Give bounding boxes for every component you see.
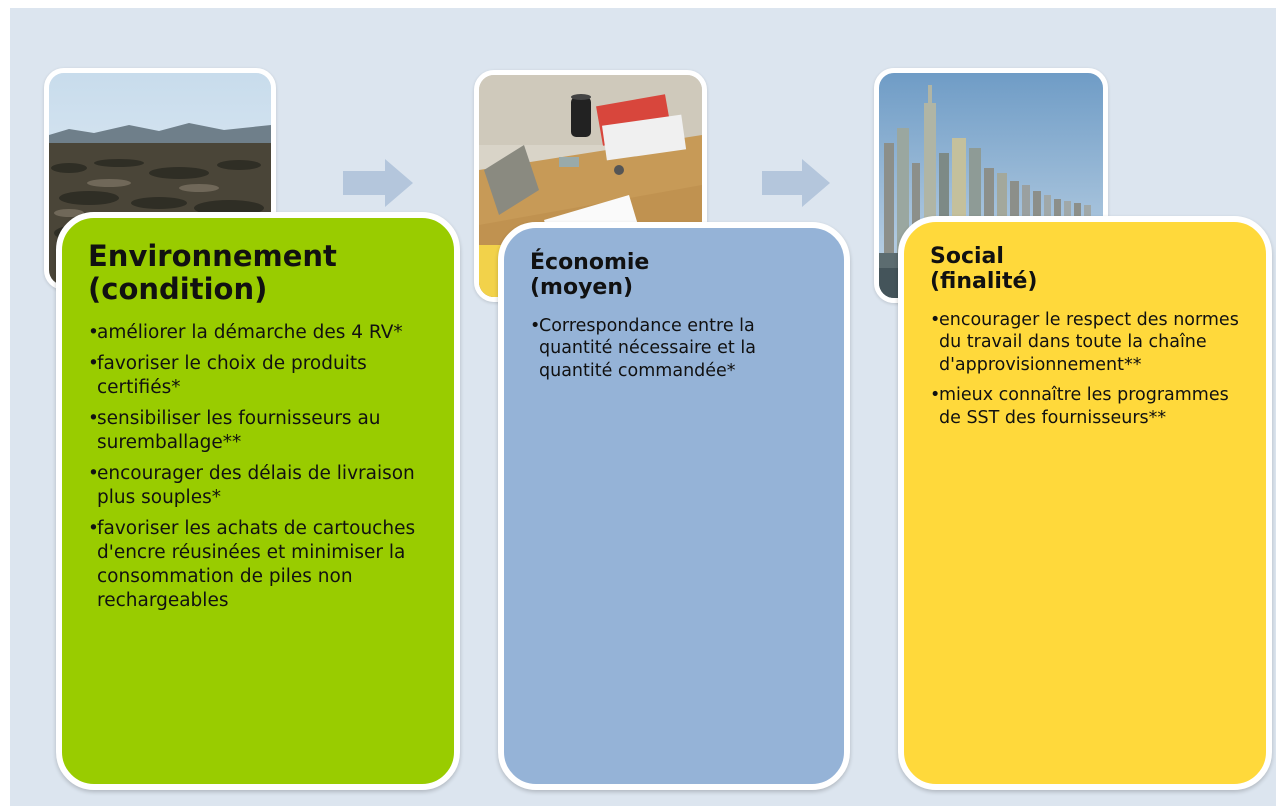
bullet-list: Correspondance entre la quantité nécessa… [530,315,824,383]
bullet-list: améliorer la démarche des 4 RV* favorise… [88,321,434,614]
card-economie: Économie (moyen) Correspondance entre la… [498,222,850,790]
bullet-item: sensibiliser les fournisseurs au suremba… [88,407,434,455]
bullet-item: favoriser les achats de cartouches d'enc… [88,517,434,613]
right-arrow-icon [343,159,413,207]
bullet-item: favoriser le choix de produits certifiés… [88,352,434,400]
card-title-line1: Social [930,244,1004,269]
card-title: Social (finalité) [930,244,1246,295]
bullet-item: mieux connaître les programmes de SST de… [930,384,1246,430]
card-title-line1: Environnement [88,239,337,273]
card-title: Économie (moyen) [530,250,824,301]
right-arrow-icon [762,159,830,207]
card-title-line2: (finalité) [930,269,1038,295]
card-environnement: Environnement (condition) améliorer la d… [56,212,460,790]
card-title-line2: (condition) [88,272,268,307]
bullet-item: encourager des délais de livraison plus … [88,462,434,510]
card-title-line1: Économie [530,250,650,275]
card-title: Environnement (condition) [88,239,434,307]
bullet-list: encourager le respect des normes du trav… [930,309,1246,430]
bullet-item: Correspondance entre la quantité nécessa… [530,315,824,383]
bullet-item: améliorer la démarche des 4 RV* [88,321,434,345]
bullet-item: encourager le respect des normes du trav… [930,309,1246,377]
card-social: Social (finalité) encourager le respect … [898,216,1272,790]
card-title-line2: (moyen) [530,275,634,301]
